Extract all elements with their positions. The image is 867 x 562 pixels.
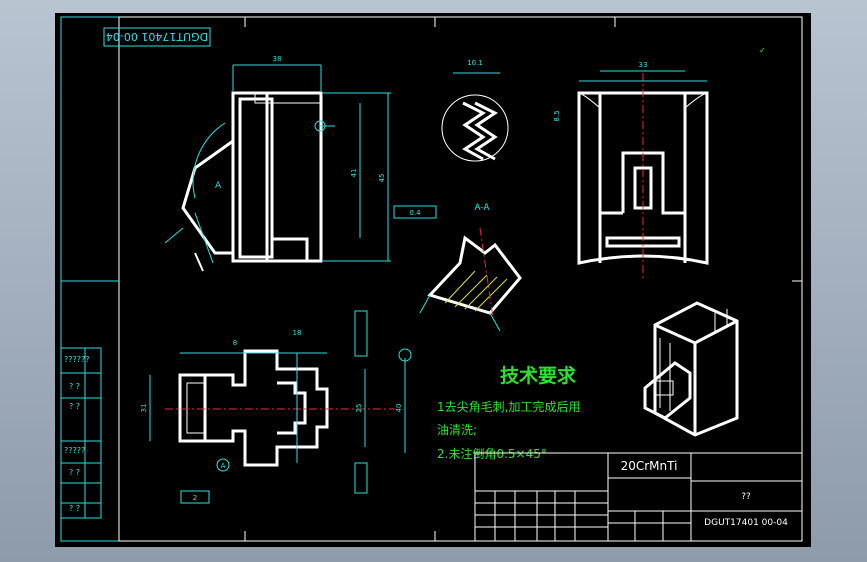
drawing-sheet[interactable]: DGUT17401 00-04 ?????? ? ? ? ? ????? ? ?…	[55, 13, 811, 547]
front-view	[164, 64, 437, 272]
rotated-number-box	[103, 27, 211, 47]
side-table-cell: ? ?	[69, 402, 80, 411]
top-dim-2: 18	[293, 329, 302, 337]
right-dim-top: 33	[639, 61, 648, 69]
roughness-note: ✓	[759, 46, 766, 55]
right-dim-side: 8.5	[553, 110, 561, 121]
detail-dim: 10.1	[467, 59, 483, 67]
requirements-title: 技术要求	[500, 364, 577, 387]
dim-height: 45	[378, 174, 386, 183]
section-label: A-A	[474, 203, 490, 213]
section-a-a	[419, 227, 522, 332]
right-view	[577, 70, 709, 278]
datum-frame: 2	[193, 494, 197, 502]
tolerance-frame: 0.4	[409, 209, 421, 217]
side-table-cell: ? ?	[69, 382, 80, 391]
side-table-cell: ? ?	[69, 504, 80, 513]
side-table	[60, 347, 102, 519]
title-block	[474, 452, 803, 542]
top-dim-3: 31	[140, 404, 148, 413]
title-placeholder: ??	[741, 492, 751, 502]
side-table-cell: ?????	[64, 446, 85, 455]
side-table-cell: ??????	[64, 355, 89, 364]
rotated-drawing-number: DGUT17401 00-04	[106, 30, 208, 43]
detail-view	[441, 72, 509, 162]
section-marker: A	[215, 181, 222, 191]
isometric-view	[643, 301, 739, 437]
drawing-number: DGUT17401 00-04	[704, 518, 788, 528]
dim-width: 38	[273, 55, 282, 63]
requirement-line-1: 1去尖角毛刺,加工完成后用	[437, 399, 580, 414]
top-view	[149, 310, 412, 504]
top-dim-5: 40	[395, 404, 403, 413]
drawing-canvas: DGUT17401 00-04 ?????? ? ? ? ? ????? ? ?…	[60, 16, 803, 542]
requirement-line-2: 油清洗;	[437, 423, 477, 437]
material-label: 20CrMnTi	[621, 459, 678, 473]
top-dim-1: 8	[233, 339, 237, 347]
dim-inner-height: 41	[350, 169, 358, 178]
side-table-cell: ? ?	[69, 468, 80, 477]
top-dim-4: 25	[355, 404, 363, 413]
inner-border	[118, 16, 803, 542]
datum-a-circle: A	[221, 462, 226, 470]
